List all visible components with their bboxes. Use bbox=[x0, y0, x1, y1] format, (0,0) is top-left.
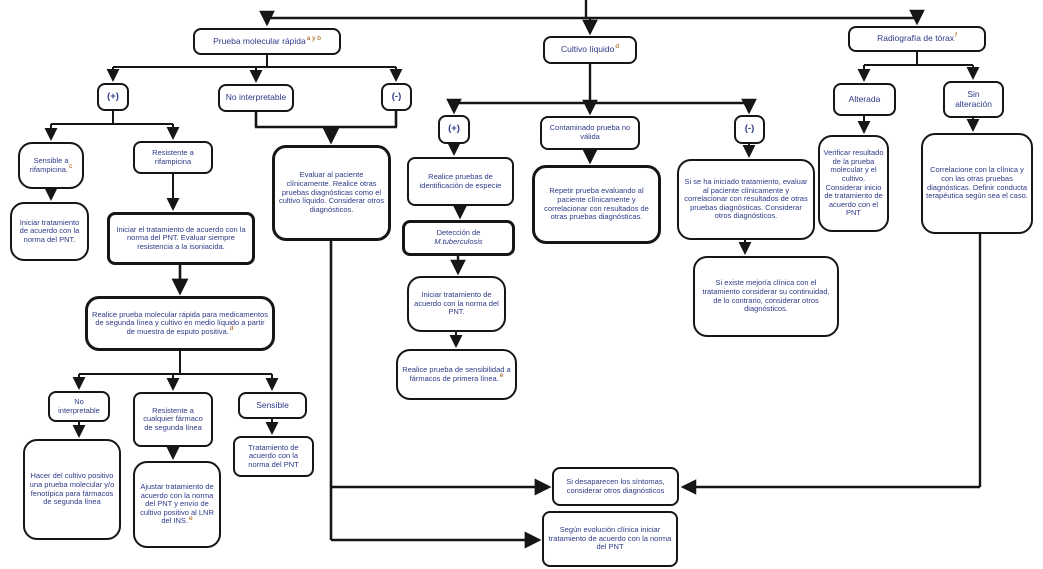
node-molecular-positivo: (+) bbox=[97, 83, 129, 111]
node-iniciar-tratamiento-pnt: Iniciar tratamiento de acuerdo con la no… bbox=[10, 202, 89, 261]
node-molecular-negativo: (-) bbox=[381, 83, 412, 111]
footnote-sup: f bbox=[955, 32, 957, 40]
footnote-sup: e bbox=[499, 372, 504, 379]
node-evaluar-paciente: Evaluar al paciente clínicamente. Realic… bbox=[272, 145, 391, 241]
node-si-desaparecen-sintomas: Si desaparecen los síntomas, considerar … bbox=[552, 467, 679, 506]
node-sin-alteracion: Sin alteración bbox=[943, 81, 1004, 118]
node-identificacion-especie: Realice pruebas de identificación de esp… bbox=[407, 157, 514, 206]
node-prueba-molecular: Prueba molecular rápidaa y b bbox=[193, 28, 341, 55]
node-ajustar-tratamiento: Ajustar tratamiento de acuerdo con la no… bbox=[133, 461, 221, 548]
node-segunda-resistente: Resistente a cualquier fármaco de segund… bbox=[133, 392, 213, 447]
footnote-sup: e bbox=[189, 514, 193, 522]
node-molecular-no-interpretable: No interpretable bbox=[218, 84, 294, 112]
node-repetir-prueba: Repetir prueba evaluando al paciente clí… bbox=[532, 165, 661, 244]
node-segun-evolucion: Según evolución clínica iniciar tratamie… bbox=[542, 511, 678, 567]
node-sensibilidad-primera-linea: Realice prueba de sensibilidad a fármaco… bbox=[396, 349, 517, 400]
node-radiografia: Radiografía de tóraxf bbox=[848, 26, 986, 52]
node-correlacione-clinica: Correlacione con la clínica y con las ot… bbox=[921, 133, 1033, 234]
node-cultivo-liquido: Cultivo líquidod bbox=[543, 36, 637, 64]
node-cultivo-contaminado: Contaminado prueba no válida bbox=[540, 116, 640, 150]
node-segunda-sensible: Sensible bbox=[238, 392, 307, 419]
footnote-sup: d bbox=[229, 325, 234, 333]
footnote-sup: a y b bbox=[306, 34, 321, 42]
node-prueba-segunda-linea: Realice prueba molecular rápida para med… bbox=[85, 296, 275, 351]
node-iniciar-tratamiento-cultivo: Iniciar tratamiento de acuerdo con la no… bbox=[407, 276, 506, 332]
node-segunda-no-interpretable: No interpretable bbox=[48, 391, 110, 422]
node-hacer-cultivo-positivo: Hacer del cultivo positivo una prueba mo… bbox=[23, 439, 121, 540]
node-sensible-rifampicina: Sensible a rifampicina.c bbox=[18, 142, 84, 189]
node-iniciar-tratamiento-isoniacida: Iniciar el tratamiento de acuerdo con la… bbox=[107, 212, 255, 265]
node-cultivo-positivo: (+) bbox=[438, 115, 470, 144]
node-verificar-resultado: Verificar resultado de la prueba molecul… bbox=[818, 135, 889, 232]
node-mejoria-clinica: Si existe mejoría clínica con el tratami… bbox=[693, 256, 839, 337]
node-si-iniciado-tratamiento: Si se ha iniciado tratamiento, evaluar a… bbox=[677, 159, 815, 240]
node-cultivo-negativo: (-) bbox=[734, 115, 765, 144]
node-resistente-rifampicina: Resistente a rifampicina bbox=[133, 141, 213, 174]
node-alterada: Alterada bbox=[833, 83, 896, 116]
footnote-sup: c bbox=[69, 163, 73, 170]
node-tratamiento-norma-pnt: Tratamiento de acuerdo con la norma del … bbox=[233, 436, 314, 477]
footnote-sup: d bbox=[615, 43, 619, 51]
